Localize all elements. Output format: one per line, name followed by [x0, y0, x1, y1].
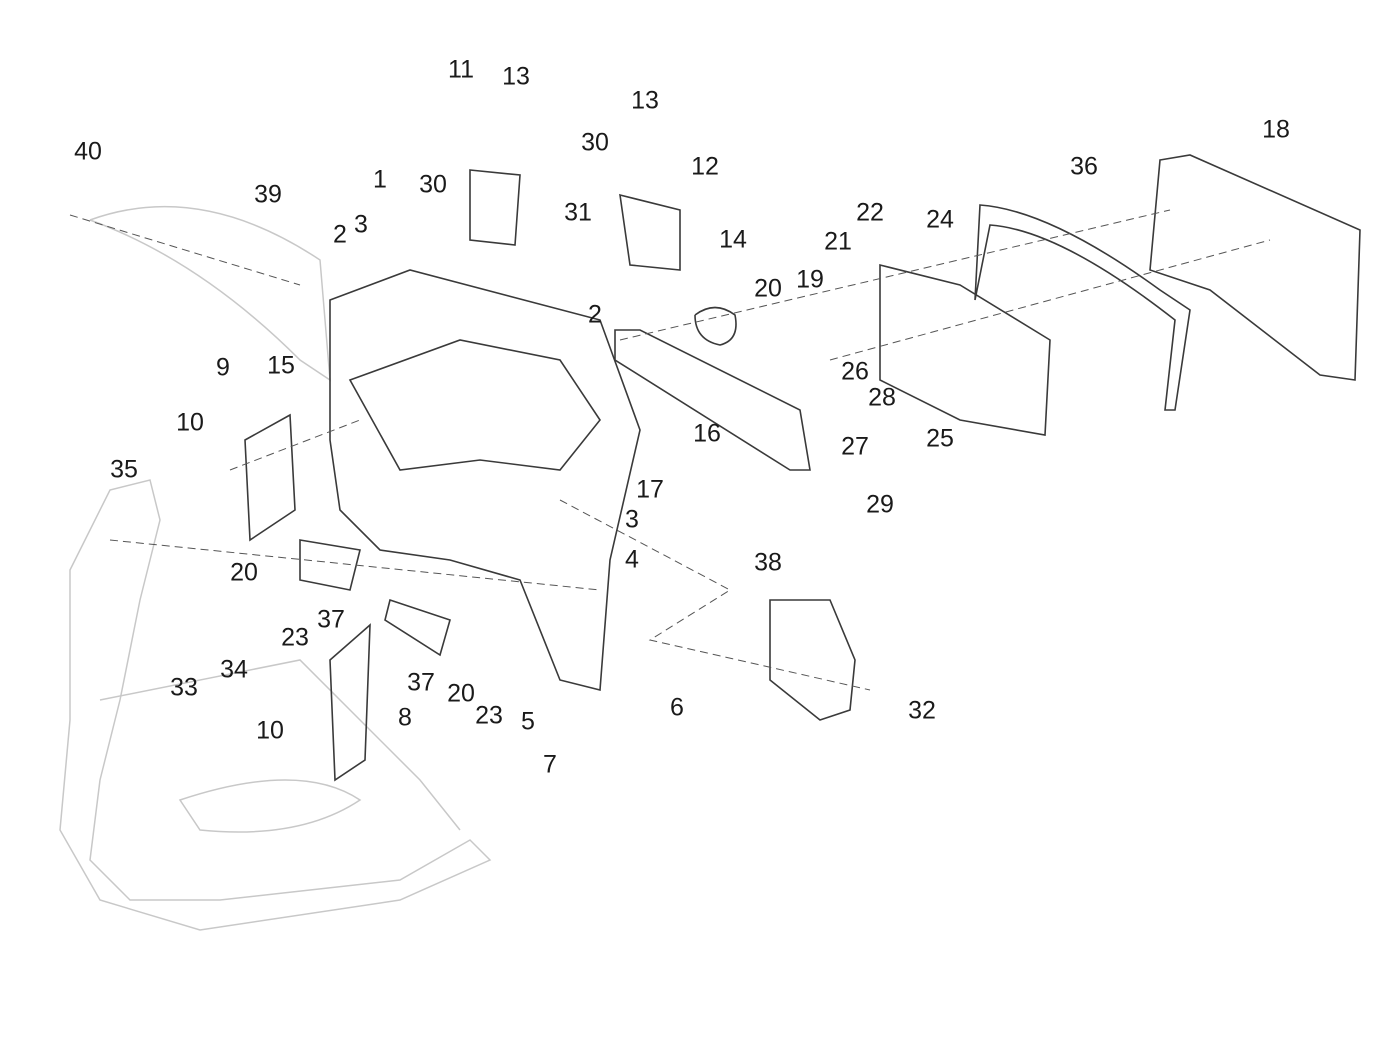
part-12: [619, 193, 681, 271]
part-37a: [299, 539, 361, 591]
callout-label: 28: [868, 383, 896, 412]
callout-label: 38: [754, 548, 782, 577]
callout-label: 26: [841, 357, 869, 386]
callout-label: 31: [564, 198, 592, 227]
callout-label: 13: [502, 62, 530, 91]
callout-label: 30: [419, 170, 447, 199]
callout-label: 11: [448, 55, 474, 84]
callout-label: 2: [333, 220, 347, 249]
callout-label: 29: [866, 490, 894, 519]
callout-label: 27: [841, 432, 869, 461]
part-24: [879, 263, 1051, 436]
callout-label: 33: [170, 673, 198, 702]
callout-label: 35: [110, 455, 138, 484]
callout-label: 17: [636, 475, 664, 504]
callout-label: 30: [581, 128, 609, 157]
part-38: [769, 599, 856, 721]
part-36: [974, 204, 1191, 411]
callout-label: 20: [230, 558, 258, 587]
callout-label: 24: [926, 205, 954, 234]
callout-label: 3: [354, 210, 368, 239]
part-37b: [384, 598, 451, 657]
callout-label: 32: [908, 696, 936, 725]
callout-label: 25: [926, 424, 954, 453]
callout-label: 1: [373, 165, 387, 194]
part-29: [614, 329, 811, 471]
part-9: [244, 413, 296, 542]
part-11: [469, 169, 521, 246]
callout-label: 37: [317, 605, 345, 634]
callout-label: 20: [447, 679, 475, 708]
faded-frame: [59, 205, 492, 931]
leader-lines: [69, 209, 1271, 691]
callout-label: 16: [693, 419, 721, 448]
callout-label: 8: [398, 703, 412, 732]
part-14: [694, 306, 737, 346]
callout-label: 36: [1070, 152, 1098, 181]
callout-label: 13: [631, 86, 659, 115]
callout-label: 9: [216, 353, 230, 382]
callout-label: 18: [1262, 115, 1290, 144]
callout-label: 5: [521, 707, 535, 736]
callout-label: 4: [625, 545, 639, 574]
legshield-part-1: [329, 269, 641, 692]
callout-label: 12: [691, 152, 719, 181]
callout-label: 10: [176, 408, 204, 437]
callout-label: 7: [543, 750, 557, 779]
callout-label: 23: [475, 701, 503, 730]
part-18: [1149, 154, 1361, 381]
callout-label: 15: [267, 351, 295, 380]
callout-label: 23: [281, 623, 309, 652]
callout-label: 40: [74, 137, 102, 166]
callout-label: 6: [670, 693, 684, 722]
callout-label: 20: [754, 274, 782, 303]
callout-label: 34: [220, 655, 248, 684]
callout-label: 2: [588, 300, 602, 329]
part-8: [329, 623, 371, 782]
callout-label: 22: [856, 198, 884, 227]
callout-label: 3: [625, 505, 639, 534]
callout-label: 39: [254, 180, 282, 209]
callout-label: 21: [824, 227, 852, 256]
parts-outlines: [244, 154, 1361, 782]
callout-label: 10: [256, 716, 284, 745]
callout-label: 19: [796, 265, 824, 294]
callout-label: 37: [407, 668, 435, 697]
callout-label: 14: [719, 225, 747, 254]
